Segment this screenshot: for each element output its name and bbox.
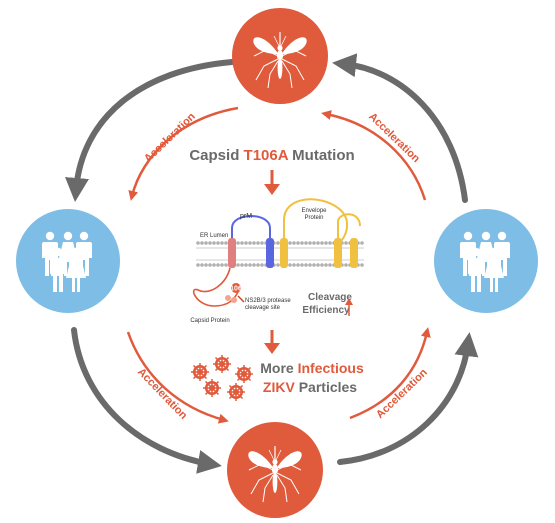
down-arrow-top (264, 170, 280, 195)
inner-arrow-top-left (128, 106, 239, 201)
outer-arrow-top-right (332, 53, 468, 203)
inner-arrow-bottom-left (126, 331, 229, 424)
virus-particle-icon (202, 378, 222, 398)
mutation-title: Capsid T106A Mutation (189, 147, 354, 164)
capsid-protein (192, 267, 239, 307)
human-node-right (434, 209, 538, 313)
down-arrow-bottom (264, 330, 280, 354)
acceleration-label-bottom-right: Acceleration (374, 366, 430, 421)
virus-particle-icon (212, 354, 232, 374)
outer-arrow-bottom-right (337, 332, 479, 465)
virus-particle-icon (226, 382, 246, 402)
acceleration-label-bottom-left: Acceleration (135, 366, 190, 422)
outer-arrow-top-left (65, 59, 235, 202)
virus-particle-icon (234, 364, 254, 384)
inner-arrow-bottom-right (349, 327, 431, 420)
mosquito-node-top (232, 8, 328, 104)
outer-arrow-bottom-left (71, 327, 222, 474)
mutation-site-label: 106 (230, 286, 242, 293)
efficiency-up-arrow (345, 298, 353, 316)
virus-particle-icon (190, 362, 210, 382)
envelope-protein (283, 198, 348, 245)
acceleration-label-top-right: Acceleration (366, 111, 422, 166)
er-lumen-label: ER Lumen (200, 233, 228, 239)
zikv-particles (190, 354, 254, 402)
result-line-1: More Infectious (260, 360, 364, 376)
inner-arrow-top-right (321, 110, 427, 201)
prm-label: prM (240, 213, 252, 220)
mutation-site-marker (231, 283, 241, 293)
result-line-2: ZIKV Particles (263, 379, 357, 395)
mosquito-node-bottom (227, 422, 323, 518)
human-node-left (16, 209, 120, 313)
capsid-protein-label: Capsid Protein (190, 318, 229, 324)
prm-protein (231, 215, 271, 244)
